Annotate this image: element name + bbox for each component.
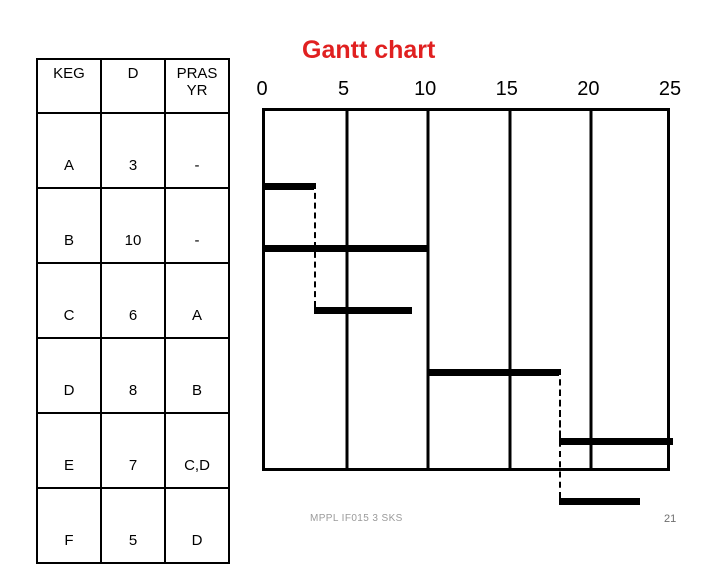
x-axis-tick-label: 20 [577,78,600,100]
gantt-gridline [345,111,349,468]
column-header-predecessor: PRAS YR [164,58,230,114]
cell-duration: 5 [100,487,166,564]
cell-duration: 7 [100,412,166,489]
table-row: A 3 - [36,112,230,189]
cell-predecessor: B [164,337,230,414]
table-header-row: KEG D PRAS YR [36,58,230,114]
cell-predecessor: - [164,112,230,189]
table-row: F 5 D [36,487,230,564]
column-header-duration: D [100,58,166,114]
x-axis: 0 5 10 15 20 25 [256,78,681,108]
dependency-link-d-f [558,369,561,498]
cell-activity: C [36,262,102,339]
cell-activity: B [36,187,102,264]
cell-predecessor: C,D [164,412,230,489]
footer-course-note: MPPL IF015 3 SKS [310,513,403,524]
chart-title: Gantt chart [302,36,436,64]
gantt-chart: 0 5 10 15 20 25 [256,78,681,505]
dependency-link-a-c [313,183,316,307]
x-axis-tick-label: 0 [256,78,268,100]
cell-duration: 8 [100,337,166,414]
column-header-predecessor-line1: PRAS [176,65,218,82]
x-axis-tick-label: 10 [414,78,437,100]
gantt-bar-e [558,438,673,445]
cell-activity: A [36,112,102,189]
gantt-bar-f [558,498,641,505]
table-row: C 6 A [36,262,230,339]
gantt-bar-d [428,369,559,376]
gantt-bar-b [265,245,429,252]
gantt-plot-area [262,108,673,505]
table-row: E 7 C,D [36,412,230,489]
x-axis-tick-label: 5 [338,78,350,100]
cell-predecessor: A [164,262,230,339]
cell-predecessor: D [164,487,230,564]
cell-predecessor: - [164,187,230,264]
cell-duration: 3 [100,112,166,189]
gantt-gridline [589,111,593,468]
table-body: A 3 - B 10 - C 6 A D 8 B E 7 C,D F 5 D [36,112,230,564]
cell-activity: E [36,412,102,489]
x-axis-tick-label: 25 [658,78,682,100]
gantt-gridline [508,111,512,468]
x-axis-tick-label: 15 [495,78,518,100]
column-header-keg: KEG [36,58,102,114]
activity-table: KEG D PRAS YR A 3 - B 10 - C 6 A D 8 B [36,58,230,564]
table-row: D 8 B [36,337,230,414]
table-row: B 10 - [36,187,230,264]
cell-duration: 10 [100,187,166,264]
gantt-gridline [426,111,430,468]
column-header-predecessor-line2: YR [186,81,208,99]
page-number: 21 [664,513,677,525]
gantt-bar-c [313,307,412,314]
cell-activity: D [36,337,102,414]
cell-activity: F [36,487,102,564]
gantt-bar-a [265,183,314,190]
cell-duration: 6 [100,262,166,339]
